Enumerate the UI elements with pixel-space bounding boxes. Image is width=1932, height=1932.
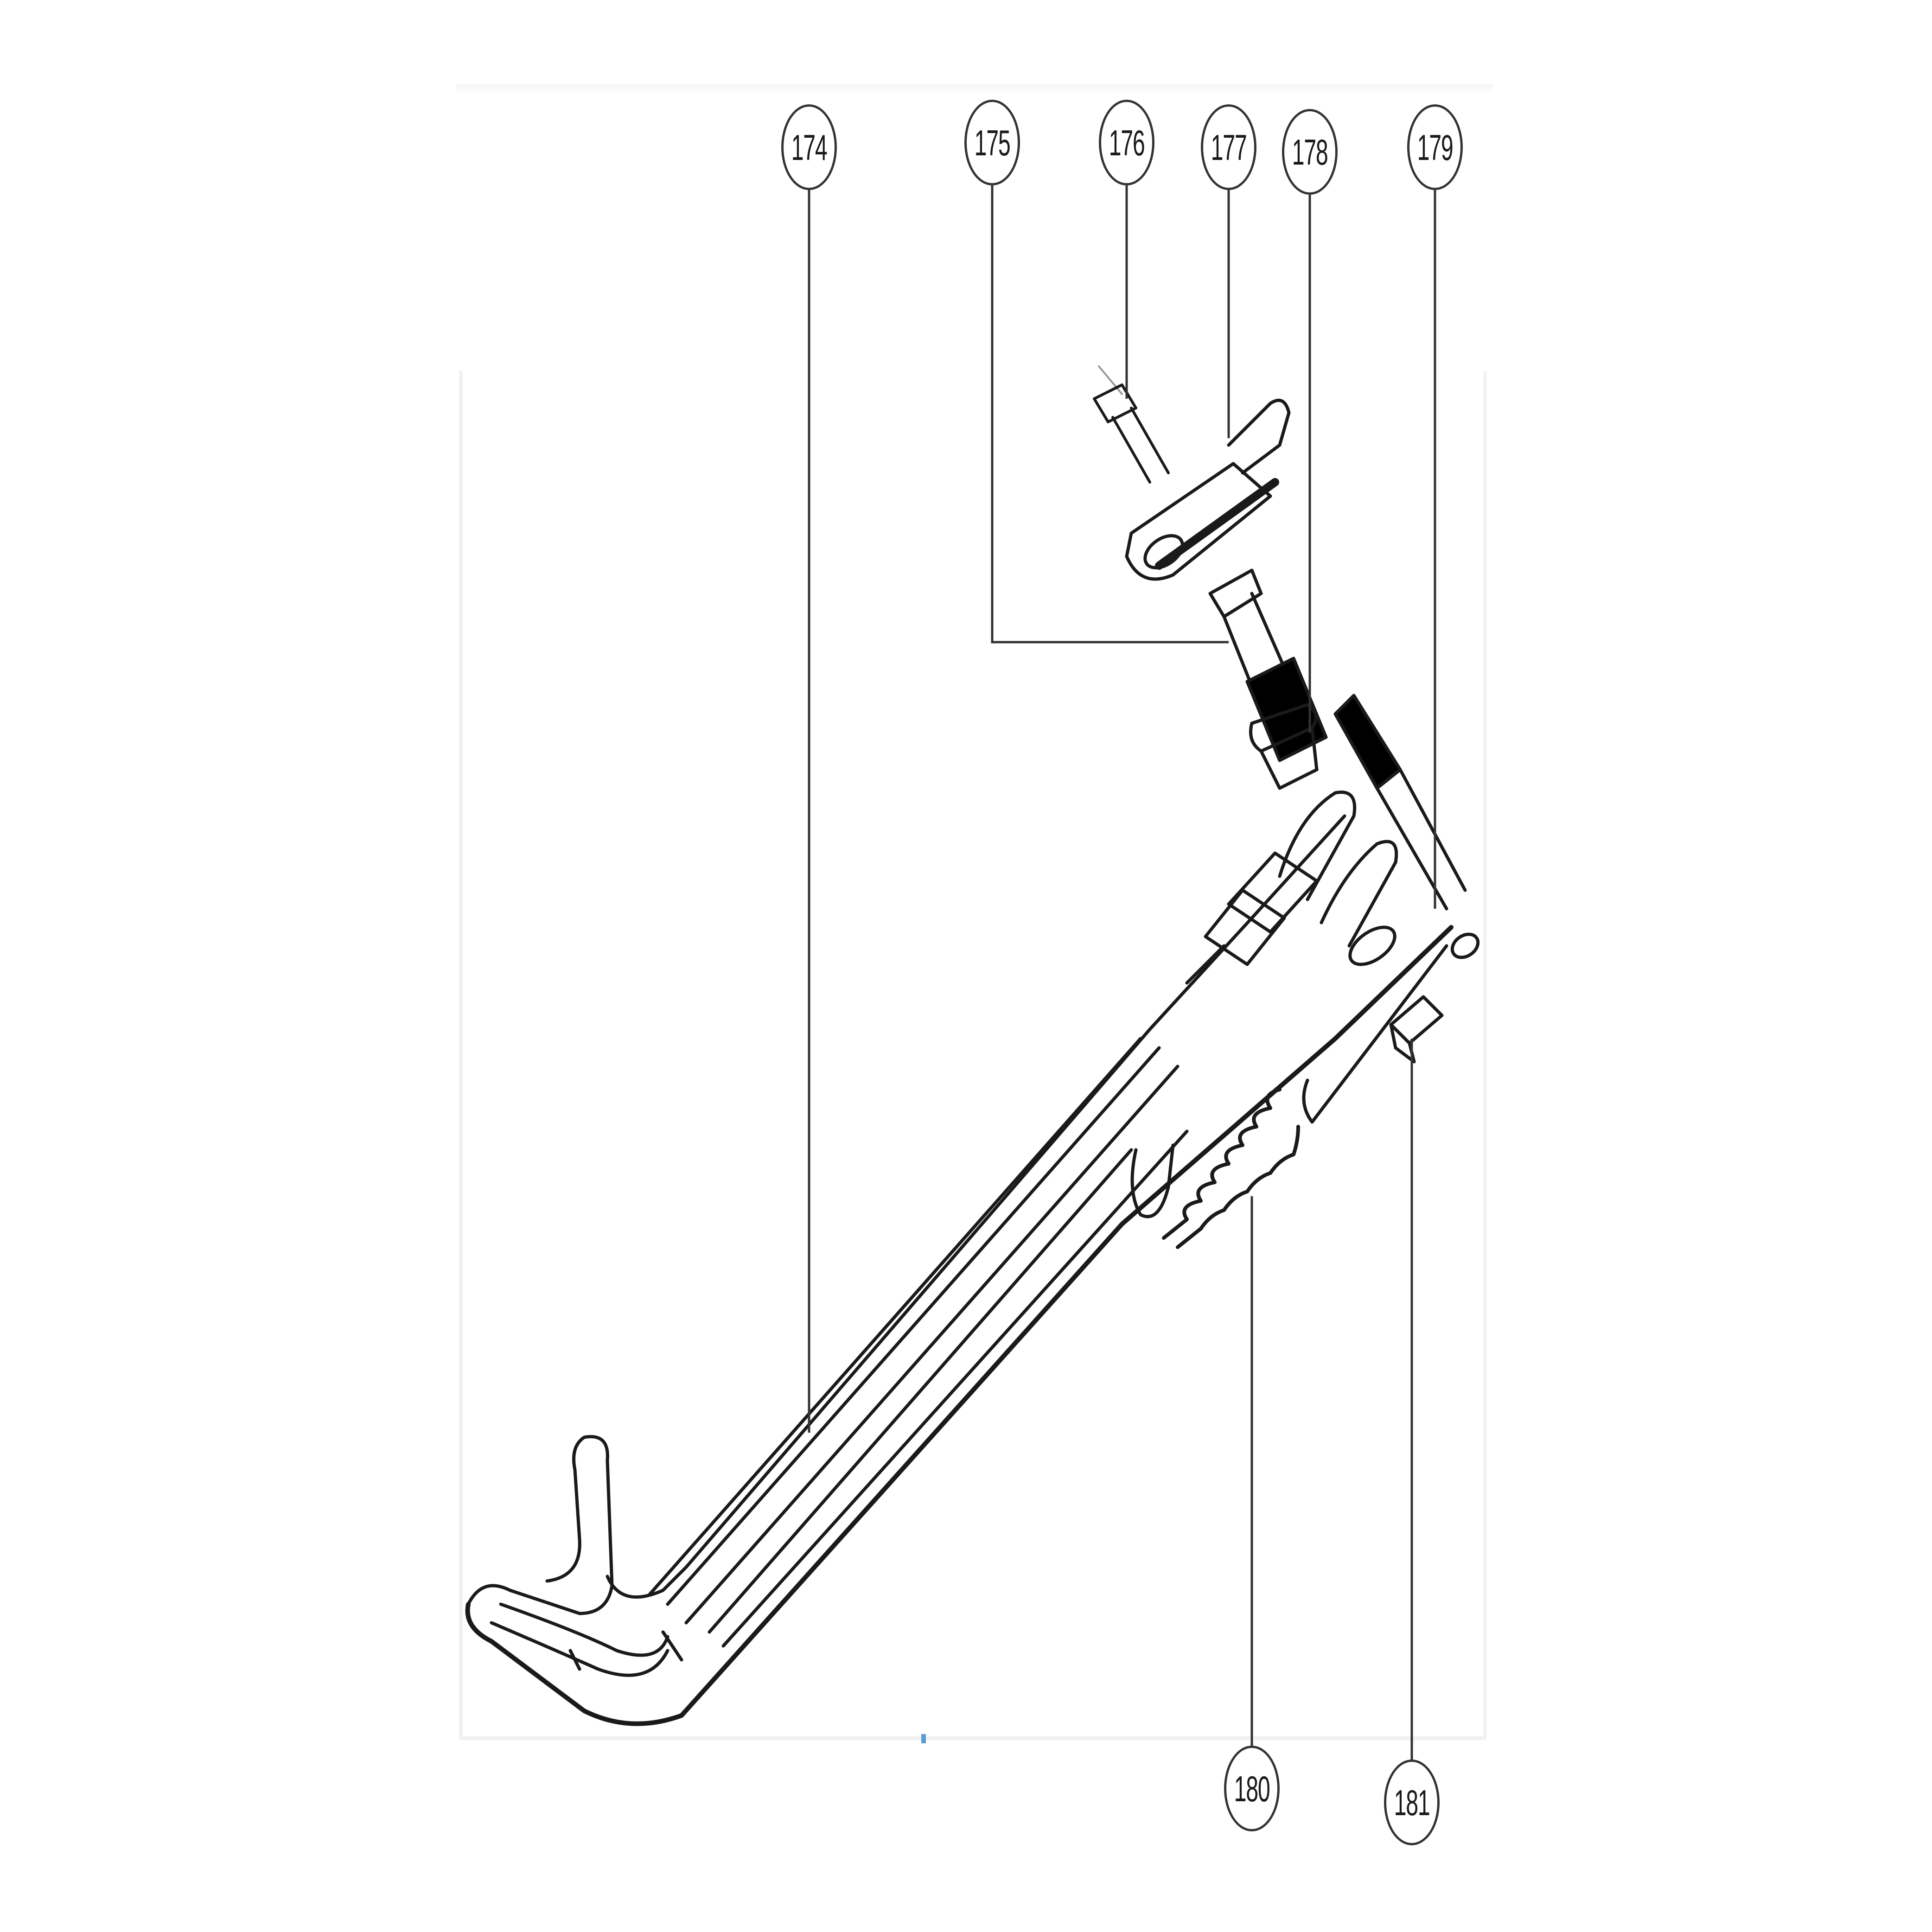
return-spring-part [1162, 1088, 1300, 1249]
callout-179: 179 [1407, 104, 1463, 190]
leader-175 [991, 185, 1229, 644]
callout-181: 181 [1384, 1760, 1440, 1845]
callout-180: 180 [1224, 1746, 1280, 1831]
stray-blue-mark [921, 1734, 926, 1743]
panel-right-border [1484, 371, 1486, 1739]
callout-label: 177 [1211, 127, 1247, 168]
callout-174: 174 [781, 104, 837, 190]
kickstand-switch-part [1125, 398, 1291, 581]
callout-label: 174 [791, 127, 828, 168]
callout-label: 175 [974, 122, 1011, 163]
panel-top-band [457, 84, 1493, 95]
callout-label: 176 [1109, 122, 1145, 163]
pivot-bolt-part [1208, 568, 1328, 762]
callout-label: 179 [1417, 127, 1454, 168]
callout-label: 181 [1394, 1782, 1430, 1823]
panel-bottom-border [459, 1736, 1486, 1740]
callout-177: 177 [1201, 104, 1256, 190]
callout-label: 180 [1234, 1768, 1270, 1809]
spring-pin-bolt-part [1333, 694, 1480, 959]
callout-175: 175 [964, 100, 1020, 185]
callout-178: 178 [1282, 109, 1338, 195]
panel-left-border [459, 371, 463, 1739]
kickstand-arm-part [465, 791, 1454, 1726]
callout-176: 176 [1099, 100, 1154, 185]
pivot-bushing-part [1249, 703, 1319, 790]
sensor-screw-part [1093, 365, 1170, 484]
leader-lines [808, 185, 1436, 1762]
callout-label: 178 [1292, 131, 1328, 172]
